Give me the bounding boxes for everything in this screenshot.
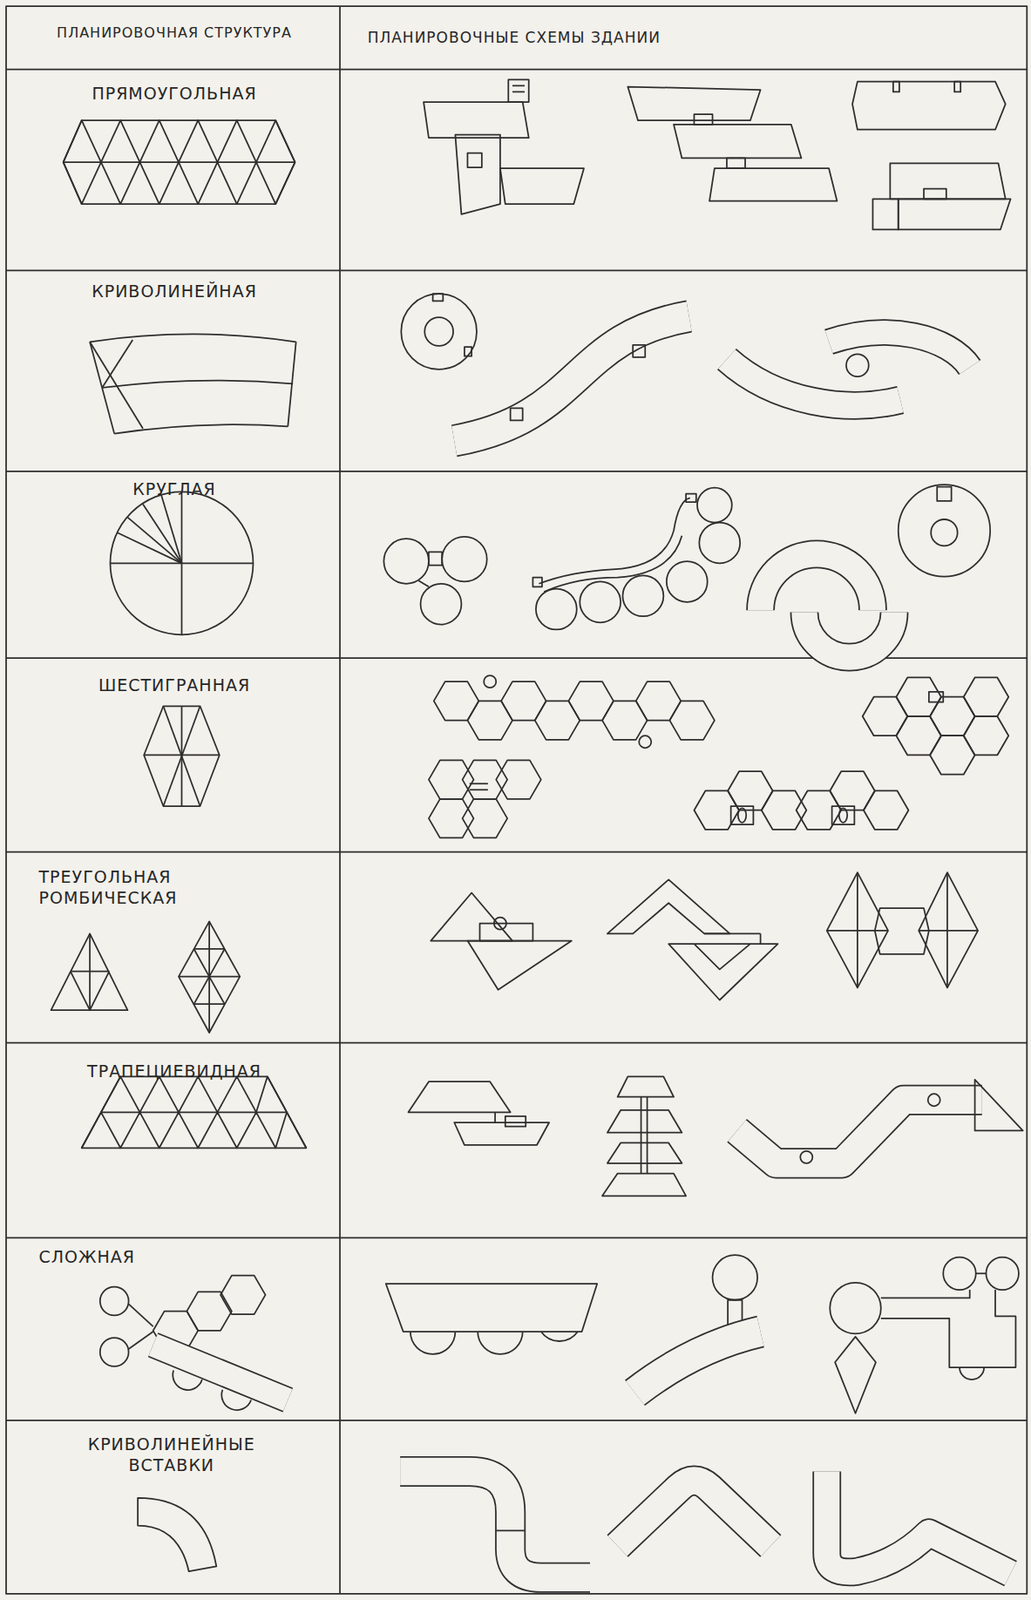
column-header: ПЛАНИРОВОЧНЫЕ СХЕМЫ ЗДАНИИ (367, 28, 1020, 48)
insert-schemes (400, 1471, 1011, 1578)
tri-structure (51, 921, 241, 1033)
row-label: СЛОЖНАЯ (39, 1247, 336, 1269)
complex-schemes (386, 1254, 1019, 1413)
row-label: КРИВОЛИНЕЙНАЯ (12, 281, 337, 303)
trap-schemes (408, 1076, 1024, 1196)
round-structure (109, 491, 253, 635)
row-label: ШЕСТИГРАННАЯ (12, 675, 337, 697)
round-schemes (383, 484, 991, 658)
row-label: КРУГЛАЯ (12, 479, 337, 501)
rect-structure (63, 120, 296, 204)
curved-structure (89, 333, 297, 434)
row-label: ПРЯМОУГОЛЬНАЯ (12, 83, 337, 105)
tri-schemes (430, 872, 978, 1000)
rect-schemes (423, 79, 1011, 230)
column-header: ПЛАНИРОВОЧНАЯ СТРУКТУРА (12, 24, 337, 42)
curved-schemes (400, 293, 970, 441)
row-label: ТРЕУГОЛЬНАЯ РОМБИЧЕСКАЯ (39, 867, 265, 909)
trap-structure (81, 1076, 307, 1148)
complex-structure (100, 1275, 289, 1411)
hex-schemes (428, 675, 1009, 838)
hex-structure (143, 705, 220, 807)
table-grid (6, 6, 1027, 1594)
row-label: КРИВОЛИНЕЙНЫЕ ВСТАВКИ (69, 1434, 274, 1477)
insert-structure (137, 1498, 217, 1572)
row-label: ТРАПЕЦИЕВИДНАЯ (12, 1061, 337, 1083)
